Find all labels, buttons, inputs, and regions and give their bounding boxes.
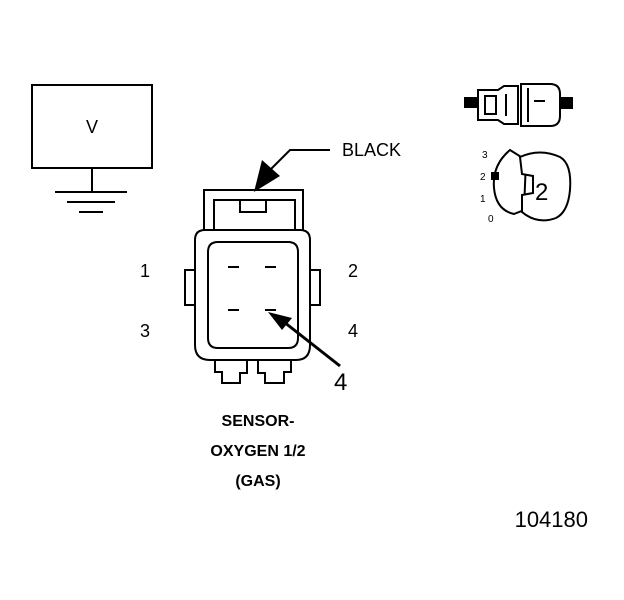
wire-color-label: BLACK [342,140,401,160]
probe-arrow-head-icon [268,312,292,330]
pin-label-3: 3 [140,321,150,341]
selector-scale-0: 0 [488,214,494,225]
pin-label-1: 1 [140,261,150,281]
caption-line-2: OXYGEN 1/2 [210,443,305,460]
wire-color-callout: BLACK [254,140,401,192]
sensor-connector [184,189,321,384]
connector-face [207,241,299,349]
connector-housing [194,229,311,361]
caption-line-1: SENSOR- [222,413,295,430]
selector-scale-3: 3 [482,150,488,161]
selector-scale-1: 1 [480,194,486,205]
arrow-head-icon [254,160,280,192]
probe-tool-icon [464,83,573,127]
caption-line-3: (GAS) [235,473,280,490]
probe-callout: 4 [268,312,347,396]
selector-dial-icon [491,148,572,222]
figure-number: 104180 [515,507,588,532]
voltmeter-label: V [86,117,98,137]
pin-label-2: 2 [348,261,358,281]
ground-symbol-icon [55,168,127,213]
voltmeter: V [31,84,153,213]
selector-scale-2: 2 [480,172,486,183]
selector-setting: 2 [535,179,548,206]
pin-label-4: 4 [348,321,358,341]
probe-pin-label: 4 [334,369,347,396]
